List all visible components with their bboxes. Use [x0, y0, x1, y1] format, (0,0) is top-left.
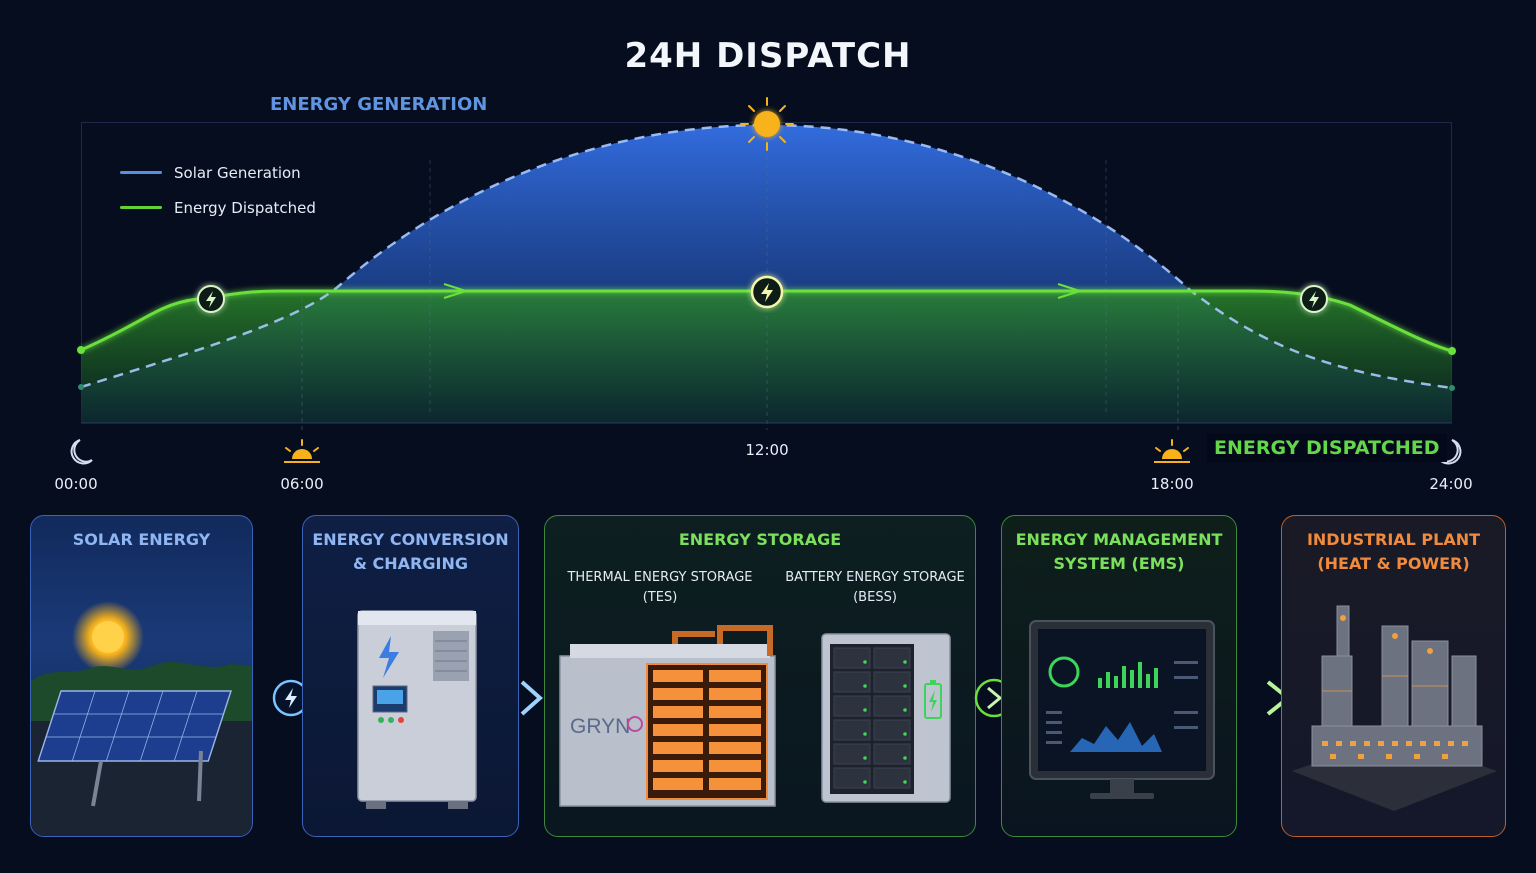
- panel-title-plant: INDUSTRIAL PLANT (HEAT & POWER): [1282, 528, 1505, 576]
- lightning-bolt-icon: [379, 636, 399, 678]
- charger-cabinet-illustration: [357, 610, 477, 809]
- panel-title-plant-line2: (HEAT & POWER): [1317, 554, 1470, 573]
- panel-title-conversion-line2: & CHARGING: [353, 554, 468, 573]
- brand-logo-icon: [627, 716, 643, 732]
- moon-icon: [70, 439, 93, 465]
- solar-panel-array-icon: [37, 690, 232, 762]
- bar-chart-widget: [1098, 662, 1158, 688]
- time-tick-2400: 24:00: [1429, 475, 1473, 493]
- sunrise-icon: [284, 439, 320, 463]
- legend-item-dispatched: Energy Dispatched: [120, 190, 316, 225]
- energy-dispatched-title: ENERGY DISPATCHED: [1207, 434, 1447, 462]
- flow-chevron-left: [443, 283, 470, 299]
- panel-ems: ENERGY MANAGEMENT SYSTEM (EMS): [1001, 515, 1237, 837]
- panel-title-conversion-line1: ENERGY CONVERSION: [312, 530, 509, 549]
- ems-monitor-illustration: [1029, 620, 1215, 799]
- solar-end-point: [1449, 385, 1455, 391]
- bolt-badge-icon: [750, 275, 784, 309]
- panel-title-solar: SOLAR ENERGY: [72, 530, 211, 549]
- time-tick-0000: 00:00: [54, 475, 98, 493]
- solar-generation-line: [80, 123, 1453, 390]
- dispatch-end-point: [1448, 347, 1456, 355]
- bess-label-line2: (BESS): [853, 590, 897, 605]
- bolt-badge-icon: [197, 285, 225, 313]
- energy-dispatched-area: [81, 291, 1452, 423]
- panel-title-ems: ENERGY MANAGEMENT SYSTEM (EMS): [1002, 528, 1236, 576]
- legend-item-solar: Solar Generation: [120, 155, 316, 190]
- chart-legend: Solar Generation Energy Dispatched: [120, 155, 316, 225]
- panel-energy-conversion: ENERGY CONVERSION & CHARGING: [302, 515, 519, 837]
- flow-arrow-solar-to-conversion: [245, 679, 315, 717]
- bess-label-line1: BATTERY ENERGY STORAGE: [785, 570, 965, 585]
- time-tick-0600: 06:00: [280, 475, 324, 493]
- flow-arrow-conversion-to-storage: [476, 680, 544, 716]
- tes-label-line1: THERMAL ENERGY STORAGE: [567, 570, 753, 585]
- brand-logo-text: GRYN: [570, 715, 630, 738]
- time-tick-1800: 18:00: [1150, 475, 1194, 493]
- bess-label: BATTERY ENERGY STORAGE (BESS): [775, 568, 975, 608]
- panel-solar-energy: SOLAR ENERGY: [30, 515, 253, 837]
- panel-energy-storage: ENERGY STORAGE THERMAL ENERGY STORAGE (T…: [544, 515, 976, 837]
- solar-scene-illustration: [31, 601, 252, 836]
- solar-start-point: [78, 384, 84, 390]
- panel-title-ems-line2: SYSTEM (EMS): [1053, 554, 1185, 573]
- dispatch-start-point: [77, 346, 85, 354]
- battery-icon: [924, 680, 942, 719]
- sunset-icon: [1154, 439, 1190, 463]
- thermal-storage-unit: GRYN: [559, 625, 776, 807]
- industrial-plant-illustration: [1292, 605, 1497, 811]
- tes-label: THERMAL ENERGY STORAGE (TES): [555, 568, 765, 608]
- legend-swatch-solar: [120, 171, 162, 174]
- energy-generation-title: ENERGY GENERATION: [270, 94, 488, 115]
- panel-title-conversion: ENERGY CONVERSION & CHARGING: [303, 528, 518, 576]
- time-tick-1200: 12:00: [745, 441, 789, 459]
- flow-chevron-right: [1057, 283, 1084, 299]
- tes-label-line2: (TES): [642, 590, 678, 605]
- page-title: 24H DISPATCH: [624, 36, 912, 76]
- panel-title-ems-line1: ENERGY MANAGEMENT: [1015, 530, 1223, 549]
- legend-label-dispatched: Energy Dispatched: [174, 198, 316, 217]
- bolt-badge-icon: [1300, 285, 1328, 313]
- panel-industrial-plant: INDUSTRIAL PLANT (HEAT & POWER): [1281, 515, 1506, 837]
- legend-label-solar: Solar Generation: [174, 163, 301, 182]
- panel-title-storage: ENERGY STORAGE: [678, 530, 842, 549]
- gauge-icon: [1048, 656, 1080, 688]
- sun-icon: [740, 97, 794, 151]
- battery-storage-unit: [821, 633, 951, 803]
- area-chart-widget: [1070, 722, 1162, 752]
- storage-illustration: GRYN: [559, 625, 951, 807]
- legend-swatch-dispatched: [120, 206, 162, 209]
- panel-title-plant-line1: INDUSTRIAL PLANT: [1306, 530, 1481, 549]
